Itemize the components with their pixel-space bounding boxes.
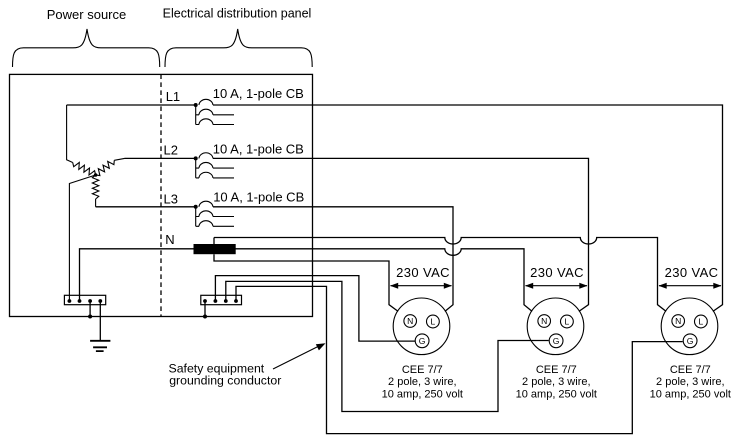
svg-text:G: G <box>553 336 560 346</box>
svg-text:L: L <box>699 317 704 327</box>
svg-text:2 pole, 3 wire,: 2 pole, 3 wire, <box>388 376 456 388</box>
svg-text:Power source: Power source <box>47 7 126 22</box>
svg-text:CEE 7/7: CEE 7/7 <box>670 364 711 376</box>
svg-text:2 pole, 3 wire,: 2 pole, 3 wire, <box>522 376 590 388</box>
svg-text:10 A, 1-pole CB: 10 A, 1-pole CB <box>213 190 304 205</box>
svg-text:230 VAC: 230 VAC <box>530 265 584 280</box>
svg-text:L: L <box>565 317 570 327</box>
svg-text:10 amp, 250 volt: 10 amp, 250 volt <box>516 388 597 400</box>
svg-text:N: N <box>541 316 547 326</box>
svg-text:L2: L2 <box>164 143 178 158</box>
svg-text:2 pole, 3 wire,: 2 pole, 3 wire, <box>656 376 724 388</box>
svg-text:10 amp, 250 volt: 10 amp, 250 volt <box>650 388 731 400</box>
svg-text:grounding conductor: grounding conductor <box>169 374 281 388</box>
svg-text:G: G <box>419 336 426 346</box>
svg-text:230 VAC: 230 VAC <box>396 265 450 280</box>
svg-text:CEE 7/7: CEE 7/7 <box>402 364 443 376</box>
svg-text:N: N <box>407 316 413 326</box>
svg-text:L: L <box>431 317 436 327</box>
svg-text:230 VAC: 230 VAC <box>665 265 719 280</box>
svg-text:CEE 7/7: CEE 7/7 <box>536 364 577 376</box>
svg-text:10 A, 1-pole CB: 10 A, 1-pole CB <box>213 141 304 156</box>
svg-text:G: G <box>687 336 694 346</box>
svg-text:10 A, 1-pole CB: 10 A, 1-pole CB <box>213 86 304 101</box>
svg-text:Electrical distribution panel: Electrical distribution panel <box>163 7 312 21</box>
svg-text:10 amp, 250 volt: 10 amp, 250 volt <box>382 388 463 400</box>
svg-text:L1: L1 <box>166 89 180 104</box>
svg-text:L3: L3 <box>164 191 178 206</box>
svg-text:N: N <box>675 316 681 326</box>
svg-text:Safety equipment: Safety equipment <box>169 362 265 376</box>
svg-text:N: N <box>165 232 174 247</box>
